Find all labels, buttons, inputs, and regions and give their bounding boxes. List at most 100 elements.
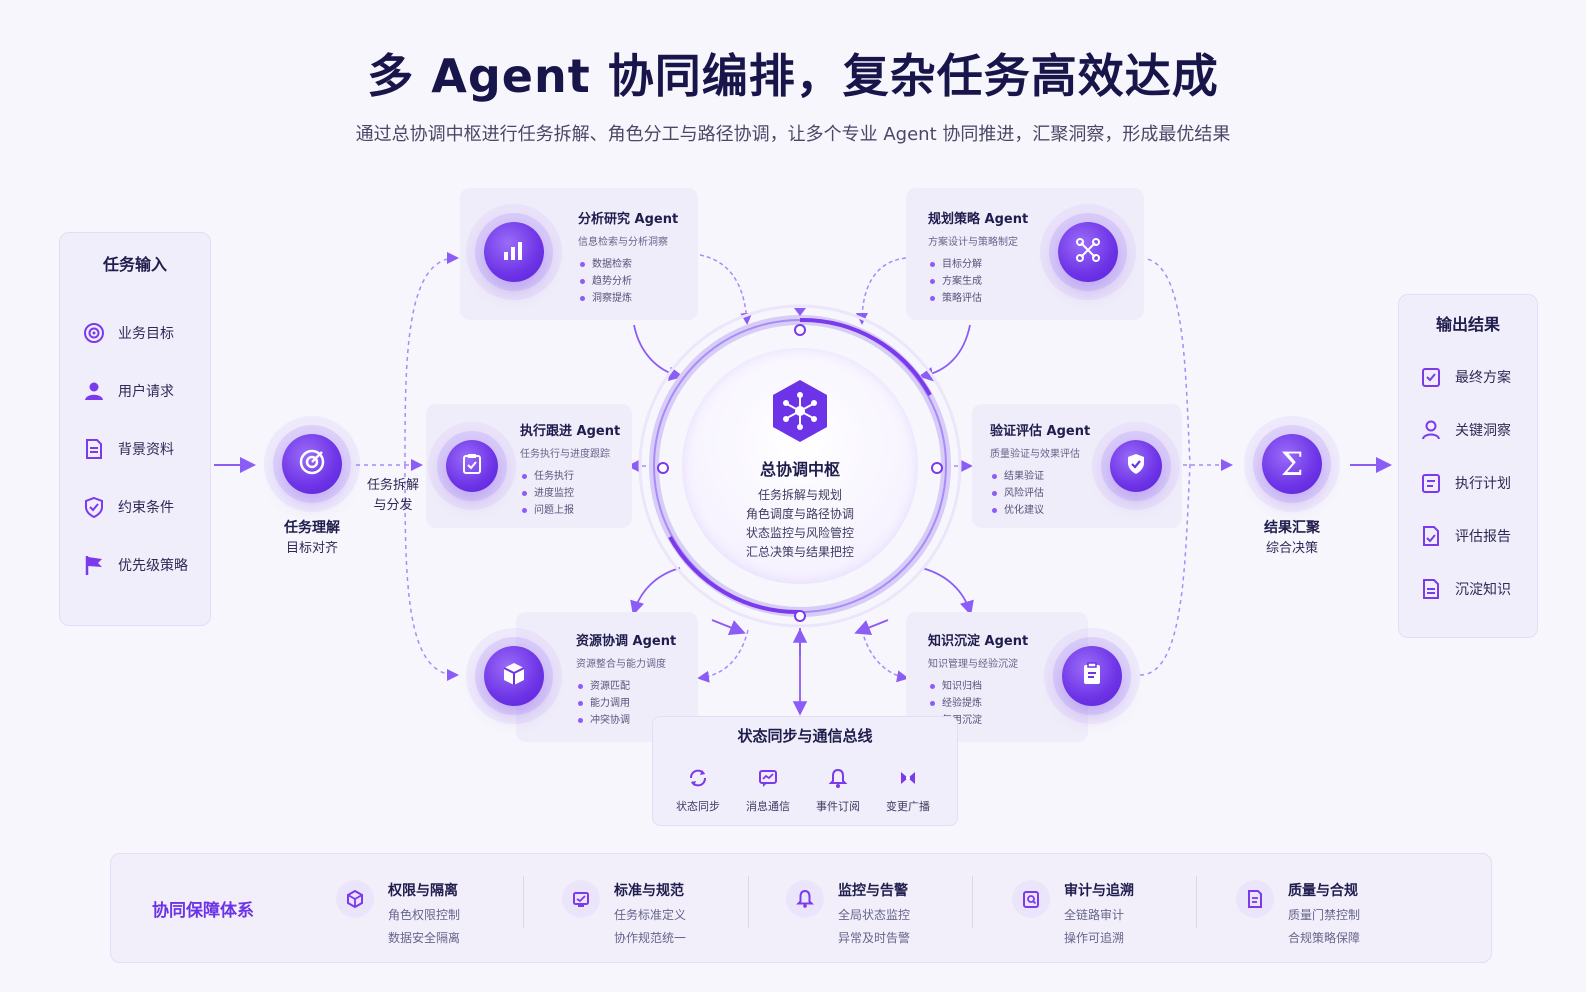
output-title: 输出结果 [1435,315,1500,334]
hub-icon [767,378,833,444]
cube-shield-icon [336,880,374,918]
guarantee-item-line: 异常及时告警 [838,931,911,945]
input-item-user-request[interactable]: 用户请求 [82,379,174,403]
agent-execution-name: 执行跟进 Agent [520,424,621,439]
guarantee-divider [972,876,973,928]
input-item-constraints[interactable]: 约束条件 [82,495,174,519]
agent-resource-desc: 资源整合与能力调度 [576,659,666,670]
user-icon [1419,418,1443,442]
bus-item-broadcast[interactable]: 变更广播 [878,764,938,814]
clipboard-icon [1079,661,1105,691]
input-item-label: 用户请求 [118,384,174,400]
guarantee-item-line: 全链路审计 [1064,908,1125,922]
compliance-icon [1236,880,1274,918]
output-item-exec-plan[interactable]: 执行计划 [1419,471,1511,495]
bell-icon [786,880,824,918]
hub-title: 总协调中枢 [759,460,840,479]
cube-icon [500,660,528,692]
guarantee-divider [523,876,524,928]
result-merge-sub: 综合决策 [1265,541,1318,556]
hub-line: 角色调度与路径协调 [745,507,854,521]
agent-validation-item: 优化建议 [990,502,1100,519]
guarantee-item-standard: 标准与规范 任务标准定义 协作规范统一 [562,880,686,946]
guarantee-item-title: 标准与规范 [614,883,684,899]
bus-item-label: 事件订阅 [816,800,860,813]
output-item-label: 沉淀知识 [1455,582,1511,598]
guarantee-item-line: 合规策略保障 [1288,931,1361,945]
agent-knowledge-item: 知识归档 [928,678,1048,695]
input-item-label: 优先级策略 [118,558,188,574]
input-item-label: 业务目标 [118,326,174,342]
guarantee-item-line: 全局状态监控 [838,908,911,922]
bus-item-message[interactable]: 消息通信 [738,764,798,814]
checklist-icon [1419,471,1443,495]
sync-icon [684,764,712,792]
guarantee-item-title: 质量与合规 [1288,883,1358,899]
clipboard-check-icon [460,452,484,480]
agent-analysis-item: 洞察提炼 [578,290,698,307]
agent-analysis-desc: 信息检索与分析洞察 [578,237,668,248]
agent-planning-item: 策略评估 [928,290,1048,307]
agent-analysis-item: 数据检索 [578,256,698,273]
guarantee-item-line: 协作规范统一 [614,931,687,945]
guarantee-item-quality: 质量与合规 质量门禁控制 合规策略保障 [1236,880,1360,946]
bus-item-sync[interactable]: 状态同步 [668,764,728,814]
guarantee-item-audit: 审计与追溯 全链路审计 操作可追溯 [1012,880,1134,946]
input-item-background[interactable]: 背景资料 [82,437,174,461]
input-item-business-goal[interactable]: 业务目标 [82,321,174,345]
guarantee-item-title: 权限与隔离 [388,883,458,899]
agent-validation-item: 结果验证 [990,468,1100,485]
output-item-final-plan[interactable]: 最终方案 [1419,365,1511,389]
agent-planning-name: 规划策略 Agent [928,212,1029,227]
guarantee-title: 协同保障体系 [152,901,254,921]
message-icon [754,764,782,792]
agent-execution-item: 问题上报 [520,502,630,519]
output-item-label: 关键洞察 [1455,423,1511,439]
checklist-icon [1419,365,1443,389]
output-item-knowledge[interactable]: 沉淀知识 [1419,577,1511,601]
agent-validation-orb [1110,440,1162,492]
agent-validation-name: 验证评估 Agent [990,424,1091,439]
output-item-label: 最终方案 [1455,370,1511,386]
guarantee-item-line: 角色权限控制 [388,908,461,922]
document-icon [1419,524,1443,548]
guarantee-item-permission: 权限与隔离 角色权限控制 数据安全隔离 [336,880,460,946]
output-item-insights[interactable]: 关键洞察 [1419,418,1511,442]
page-title: 多 Agent 协同编排，复杂任务高效达成 [367,49,1219,103]
page-subtitle: 通过总协调中枢进行任务拆解、角色分工与路径协调，让多个专业 Agent 协同推进… [355,124,1231,145]
agent-validation-desc: 质量验证与效果评估 [990,449,1080,460]
guarantee-item-title: 审计与追溯 [1064,883,1134,899]
audit-icon [1012,880,1050,918]
agent-planning-desc: 方案设计与策略制定 [928,237,1018,248]
bus-item-subscribe[interactable]: 事件订阅 [808,764,868,814]
task-understand-node[interactable] [282,434,342,494]
guarantee-item-monitor: 监控与告警 全局状态监控 异常及时告警 [786,880,910,946]
output-item-report[interactable]: 评估报告 [1419,524,1511,548]
agent-execution-item: 任务执行 [520,468,630,485]
broadcast-icon [894,764,922,792]
hub-line: 任务拆解与规划 [757,488,842,502]
user-icon [82,379,106,403]
bus-item-label: 状态同步 [676,800,720,813]
agent-execution-desc: 任务执行与进度跟踪 [520,449,610,460]
task-input-panel: 任务输入 业务目标 用户请求 背景资料 约束条件 优先级策略 [59,232,211,626]
agent-knowledge-orb [1062,646,1122,706]
guarantee-item-line: 质量门禁控制 [1288,908,1361,922]
agent-resource-orb [484,646,544,706]
bar-chart-icon [500,236,528,268]
agent-validation-item: 风险评估 [990,485,1100,502]
split-label-line2: 与分发 [373,498,413,513]
agent-resource-item: 能力调用 [576,695,696,712]
input-item-priority[interactable]: 优先级策略 [82,553,188,577]
input-item-label: 约束条件 [118,500,174,516]
result-merge-node[interactable]: Σ [1262,434,1322,494]
guarantee-item-line: 任务标准定义 [614,908,687,922]
split-label-line1: 任务拆解 [366,478,419,493]
agent-resource-name: 资源协调 Agent [576,634,677,649]
output-item-label: 执行计划 [1455,476,1511,492]
agent-execution-item: 进度监控 [520,485,630,502]
bell-icon [824,764,852,792]
guarantee-divider [748,876,749,928]
hub-line: 状态监控与风险管控 [745,526,854,540]
bus-item-label: 消息通信 [746,800,790,813]
